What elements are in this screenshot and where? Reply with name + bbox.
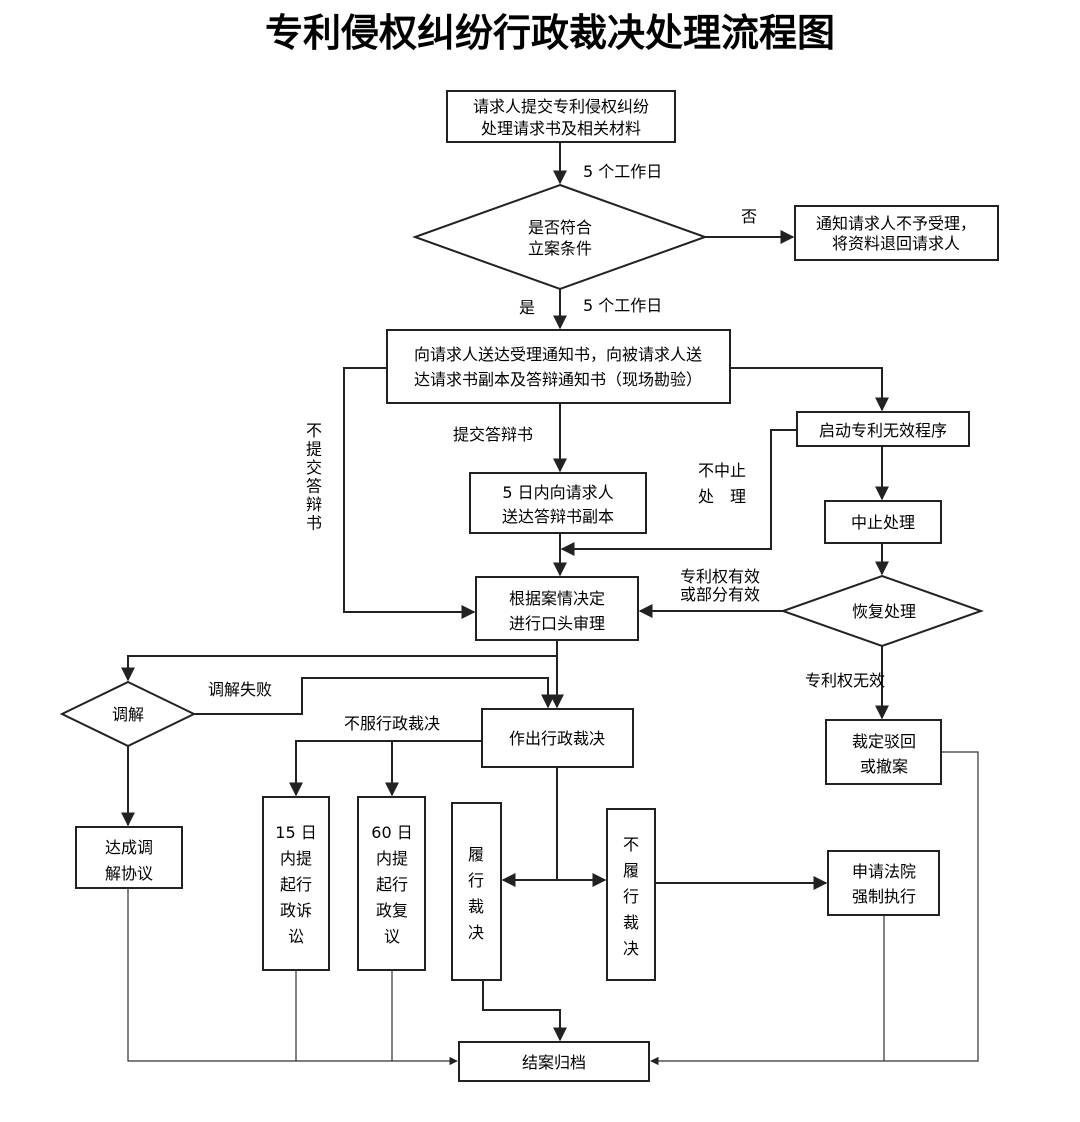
- nodes.dismiss-text-0: 裁定驳回: [852, 732, 916, 751]
- labels.patent_valid-text-0: 专利权有效: [680, 567, 760, 586]
- nodes.oral_hearing-text-0: 根据案情决定: [509, 589, 605, 608]
- node-litigation: [262, 796, 330, 971]
- labels.no_suspend-text-1: 处 理: [698, 487, 746, 506]
- node-archive: [458, 1041, 650, 1082]
- label-mediation-fail: 调解失败: [208, 680, 272, 699]
- nodes.reject-text-0: 通知请求人不予受理，: [816, 214, 976, 233]
- nodes.submit-text-1: 处理请求书及相关材料: [481, 119, 641, 138]
- nodes.perform-text-1: 行: [468, 871, 484, 890]
- nodes.not_perform-text-0: 不: [623, 835, 639, 854]
- label-not-accept: 不服行政裁决: [344, 714, 440, 733]
- nodes.review-text-1: 内提: [376, 849, 408, 868]
- nodes.not_perform-text-4: 决: [623, 939, 639, 958]
- nodes.dismiss-text-1: 或撤案: [860, 757, 908, 776]
- label-no-defense-char-0: 不: [306, 421, 322, 440]
- nodes.forward_defense-text-0: 5 日内向请求人: [502, 483, 613, 502]
- node-forward-defense: [469, 472, 647, 534]
- nodes.forward_defense-text-1: 送达答辩书副本: [502, 507, 614, 526]
- nodes.perform-text-3: 决: [468, 923, 484, 942]
- nodes.resume-text-0: 恢复处理: [852, 602, 916, 621]
- node-dismiss: [825, 719, 942, 785]
- node-deliver: [386, 329, 731, 404]
- nodes.oral_hearing-text-1: 进行口头审理: [509, 614, 605, 633]
- label-no-defense-char-1: 提: [306, 440, 322, 459]
- label-no-defense-char-4: 辩: [306, 495, 322, 514]
- nodes.mediate-text-0: 调解: [112, 705, 144, 724]
- nodes.check-text-0: 是否符合: [528, 218, 592, 237]
- node-agreement: [75, 826, 183, 889]
- nodes.invalid_start-text-0: 启动专利无效程序: [819, 421, 947, 440]
- nodes.deliver-text-1: 达请求书副本及答辩通知书（现场勘验）: [414, 370, 702, 389]
- node-enforce: [827, 850, 940, 916]
- connectors: [121, 142, 979, 1066]
- nodes.submit-text-0: 请求人提交专利侵权纠纷: [473, 97, 649, 116]
- nodes.agreement-text-1: 解协议: [105, 864, 153, 883]
- node-review: [357, 796, 426, 971]
- node-perform: [451, 802, 502, 981]
- node-oral-hearing: [475, 576, 639, 641]
- label-no-defense-char-5: 书: [306, 514, 322, 533]
- nodes.enforce-text-0: 申请法院: [852, 862, 916, 881]
- nodes.not_perform-text-3: 裁: [623, 913, 639, 932]
- nodes.reject-text-1: 将资料退回请求人: [832, 234, 960, 253]
- nodes.review-text-4: 议: [384, 927, 400, 946]
- label-5-workdays-1: 5 个工作日: [583, 162, 662, 181]
- nodes.check-text-1: 立案条件: [528, 239, 592, 258]
- nodes.not_perform-text-1: 履: [623, 861, 639, 880]
- nodes.perform-text-2: 裁: [468, 897, 484, 916]
- nodes.suspend-text-0: 中止处理: [851, 513, 915, 532]
- nodes.agreement-text-0: 达成调: [105, 838, 153, 857]
- node-reject: [794, 205, 999, 261]
- nodes.review-text-3: 政复: [376, 901, 408, 920]
- node-not-perform: [606, 808, 656, 981]
- node-check: [412, 183, 708, 291]
- nodes.litigation-text-1: 内提: [280, 849, 312, 868]
- label-no-defense-char-3: 答: [306, 477, 322, 496]
- nodes.review-text-2: 起行: [376, 875, 408, 894]
- label-no: 否: [741, 207, 757, 226]
- node-decision: [481, 708, 634, 768]
- nodes.litigation-text-2: 起行: [280, 875, 312, 894]
- label-patent-invalid: 专利权无效: [805, 671, 885, 690]
- labels.patent_valid-text-1: 或部分有效: [680, 585, 760, 604]
- node-submit: [446, 90, 676, 143]
- nodes.deliver-text-0: 向请求人送达受理通知书，向被请求人送: [414, 345, 702, 364]
- nodes.archive-text-0: 结案归档: [522, 1053, 586, 1072]
- nodes.decision-text-0: 作出行政裁决: [509, 729, 605, 748]
- nodes.perform-text-0: 履: [468, 845, 484, 864]
- label-5-workdays-2: 5 个工作日: [583, 296, 662, 315]
- label-no-defense-char-2: 交: [306, 458, 322, 477]
- labels.no_suspend-text-0: 不中止: [698, 461, 746, 480]
- nodes.litigation-text-3: 政诉: [280, 901, 312, 920]
- page-title: 专利侵权纠纷行政裁决处理流程图: [265, 10, 835, 55]
- label-submit-defense: 提交答辩书: [453, 425, 533, 444]
- nodes.enforce-text-1: 强制执行: [852, 887, 916, 906]
- nodes.litigation-text-4: 讼: [288, 927, 304, 946]
- nodes.litigation-text-0: 15 日: [275, 823, 316, 842]
- nodes.not_perform-text-2: 行: [623, 887, 639, 906]
- label-yes: 是: [519, 298, 535, 317]
- nodes.review-text-0: 60 日: [371, 823, 412, 842]
